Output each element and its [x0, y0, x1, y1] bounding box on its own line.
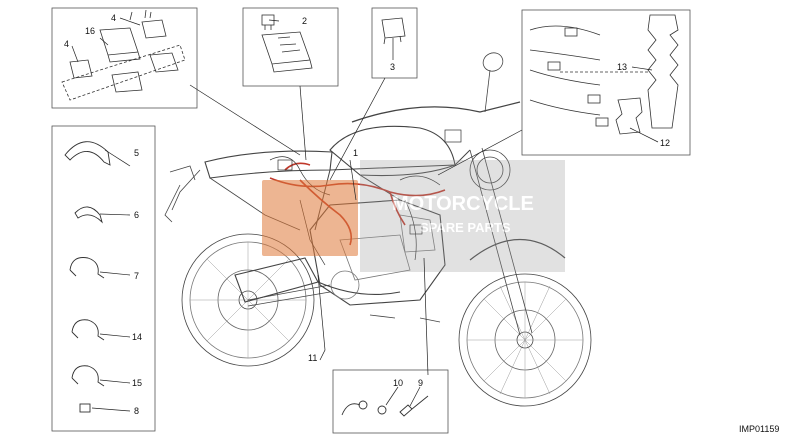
watermark-logo-block	[262, 180, 358, 256]
washer-10	[377, 405, 387, 415]
clip-7	[69, 257, 105, 279]
screw-9	[399, 395, 429, 417]
fuel-tank	[329, 125, 456, 177]
cable-clip-8	[79, 403, 91, 413]
callout-6: 6	[134, 210, 139, 220]
detail-box-connector	[371, 7, 418, 79]
callout-4b: 4	[64, 39, 69, 49]
cable-tie-illustrations	[64, 141, 111, 413]
callout-14: 14	[132, 332, 142, 342]
image-code: IMP01159	[739, 424, 779, 434]
detail-box-cable-holders	[521, 9, 691, 156]
watermark-sub-text: SPARE PARTS	[420, 220, 511, 235]
callout-11: 11	[308, 353, 317, 363]
motorcycle-drawing	[164, 52, 592, 407]
license-plate-holder	[164, 165, 196, 223]
detail-box-cable-ties	[51, 125, 156, 432]
relay-illustration	[61, 9, 186, 101]
front-fender	[469, 238, 566, 261]
callout-labels: 1 2 3 4 4 16 5 6 7 14 15 8 10 9 11 13 12	[64, 13, 670, 416]
callout-4a: 4	[111, 13, 116, 23]
connector-illustration	[381, 17, 406, 45]
cable-holder-illustration	[529, 14, 679, 135]
headlight	[469, 149, 511, 191]
callout-5: 5	[134, 148, 139, 158]
clip-14	[71, 319, 105, 341]
callout-3: 3	[390, 62, 395, 72]
watermark: MOTORCYCLE SPARE PARTS	[262, 160, 565, 272]
ground-cable-illustration	[341, 395, 429, 417]
watermark-band	[360, 160, 565, 272]
callout-2: 2	[302, 16, 307, 26]
swingarm	[247, 284, 331, 307]
front-wheel	[458, 273, 592, 407]
harness-detail	[269, 129, 462, 266]
watermark-logo-text: MOTORCYCLE	[392, 193, 534, 215]
callout-7: 7	[134, 271, 139, 281]
footpeg	[369, 314, 441, 323]
clip-15	[71, 365, 105, 387]
callout-12: 12	[660, 138, 670, 148]
callout-1: 1	[353, 148, 358, 158]
cable-tie-6	[74, 206, 103, 224]
leader-lines	[71, 17, 659, 412]
cable-tie-5	[64, 141, 111, 166]
callout-13: 13	[617, 62, 627, 72]
seat	[204, 150, 333, 179]
callout-8: 8	[134, 406, 139, 416]
callout-9: 9	[418, 378, 423, 388]
detail-box-fuse	[242, 7, 339, 87]
callout-16: 16	[85, 26, 95, 36]
detail-box-ground-cable	[332, 369, 449, 434]
callout-10: 10	[393, 378, 403, 388]
detail-box-relays	[51, 7, 198, 109]
mirror	[482, 52, 504, 113]
fuse-box-illustration	[261, 14, 313, 73]
callout-15: 15	[132, 378, 142, 388]
handlebar	[351, 101, 521, 123]
